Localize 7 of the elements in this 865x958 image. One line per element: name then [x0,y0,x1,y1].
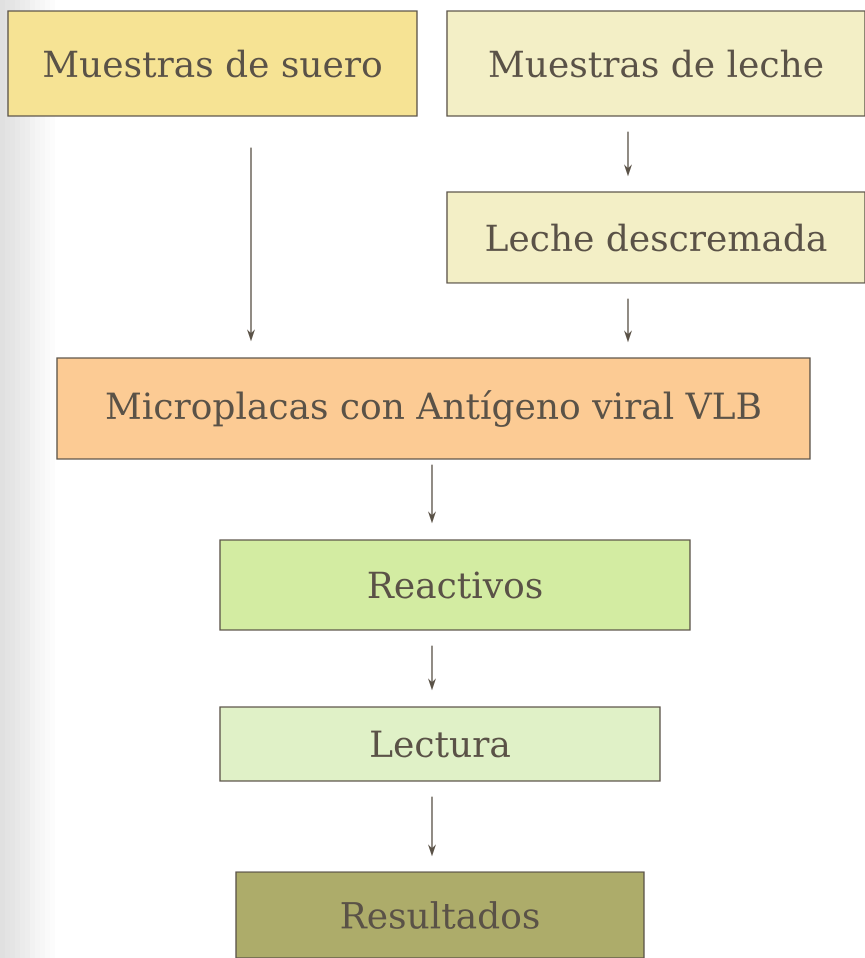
process-box: Microplacas con Antígeno viral VLB [56,357,811,460]
process-box: Muestras de leche [446,10,865,117]
process-box: Muestras de suero [7,10,418,117]
process-box: Reactivos [219,539,691,631]
process-box: Leche descremada [446,191,865,284]
process-box: Resultados [235,871,645,958]
process-box: Lectura [219,706,661,782]
